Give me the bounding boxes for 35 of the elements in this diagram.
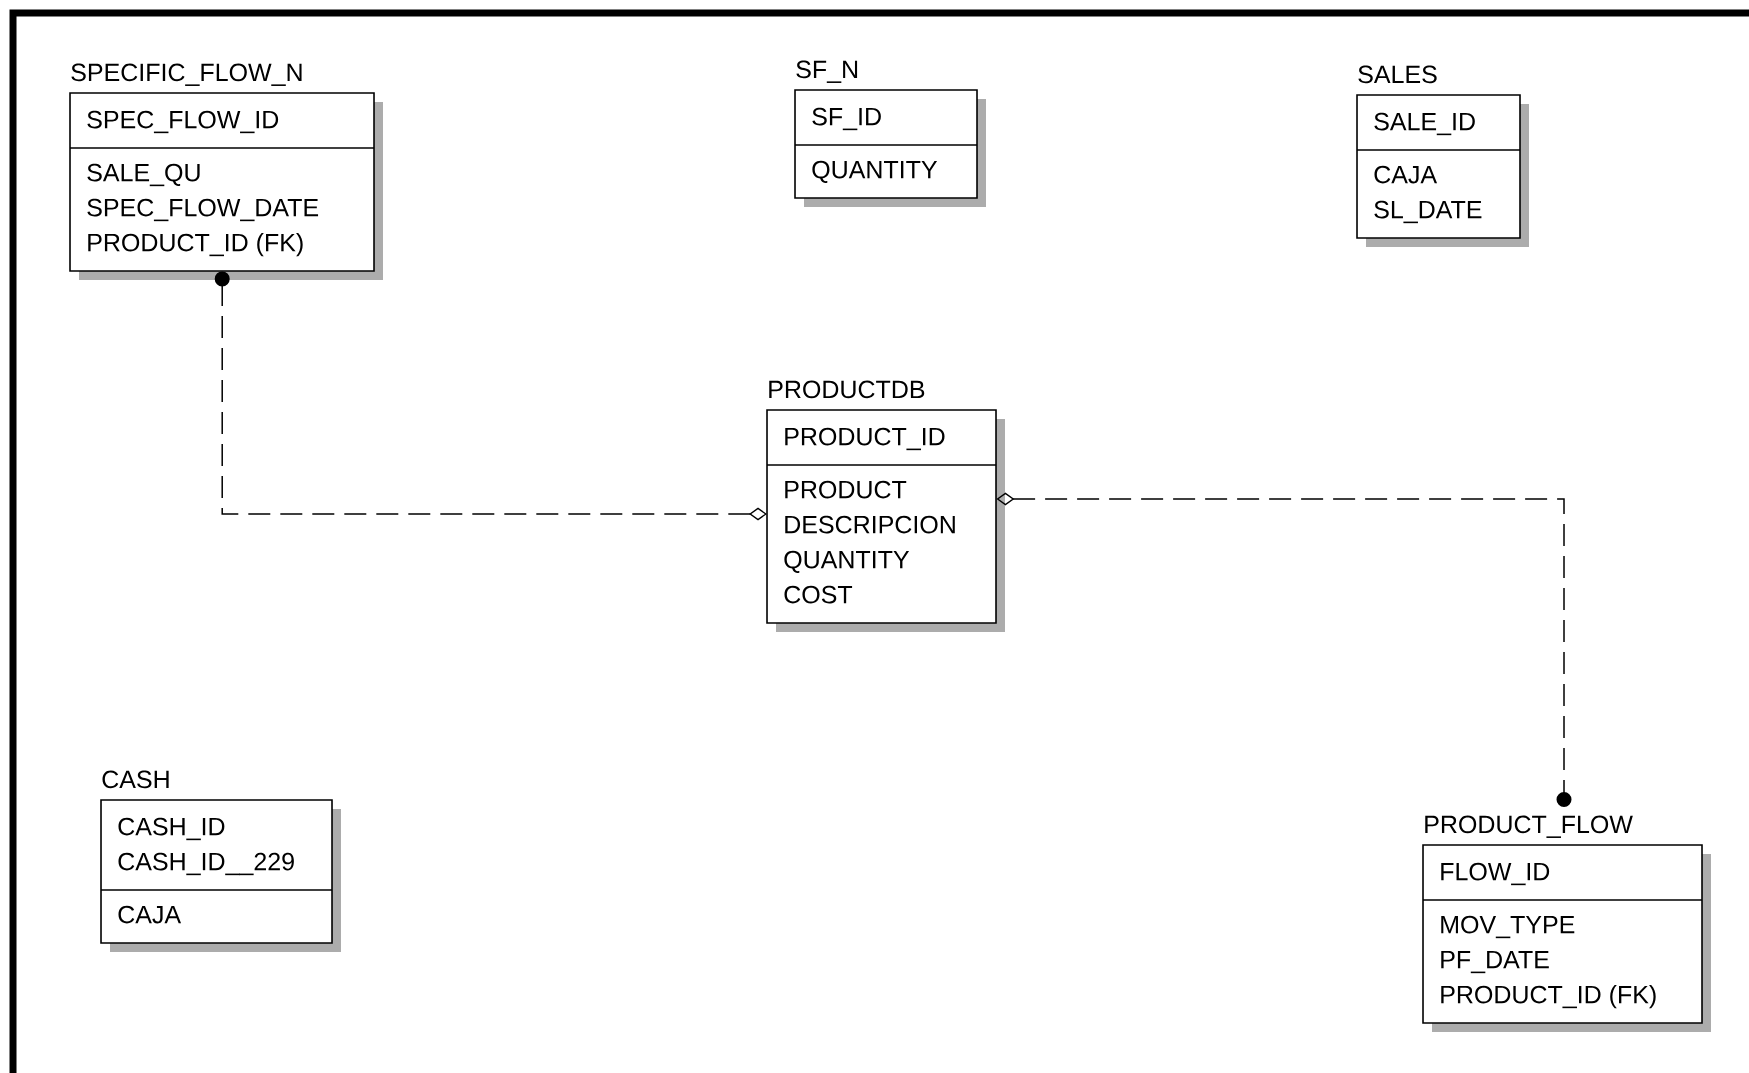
entity-box — [69, 63, 383, 280]
attribute: SALE_QU — [87, 163, 200, 187]
attribute: PRODUCT_ID (FK) — [1441, 985, 1656, 1009]
attribute: PF_DATE — [1441, 951, 1549, 974]
attribute: DESCRIPCION — [785, 515, 955, 534]
attribute: PRODUCT_ID (FK) — [88, 233, 303, 257]
entity-box — [1422, 815, 1711, 1032]
attribute: MOV_TYPE — [1441, 915, 1575, 939]
entity-box — [766, 380, 1005, 632]
key-attribute: CASH_ID — [118, 817, 225, 841]
relationship-line — [996, 492, 1572, 807]
attribute: CAJA — [1374, 165, 1438, 184]
attribute: QUANTITY — [784, 550, 910, 573]
key-attribute: FLOW_ID — [1441, 862, 1550, 886]
attribute: COST — [784, 585, 853, 604]
relationship-line — [214, 271, 767, 521]
table-name: PRODUCTDB — [769, 380, 925, 399]
entity-box — [100, 770, 341, 952]
attribute: SPEC_FLOW_DATE — [87, 198, 319, 222]
table-name: PRODUCT_FLOW — [1425, 815, 1633, 838]
table-name: SF_N — [796, 60, 858, 83]
table-name: SPECIFIC_FLOW_N — [71, 63, 302, 86]
table-name: SALES — [1358, 65, 1437, 84]
key-attribute: PRODUCT_ID — [785, 427, 945, 451]
attribute: SL_DATE — [1374, 200, 1482, 224]
table-name: CASH — [102, 770, 169, 789]
attribute: PRODUCT — [785, 480, 907, 499]
key-attribute: CASH_ID__229 — [118, 852, 294, 876]
attribute: QUANTITY — [812, 160, 938, 183]
entity-box — [1356, 65, 1529, 247]
key-attribute: SF_ID — [812, 107, 881, 131]
key-attribute: SALE_ID — [1374, 112, 1475, 136]
attribute: CAJA — [118, 905, 182, 924]
key-attribute: SPEC_FLOW_ID — [87, 110, 279, 134]
entity-box — [794, 60, 986, 207]
